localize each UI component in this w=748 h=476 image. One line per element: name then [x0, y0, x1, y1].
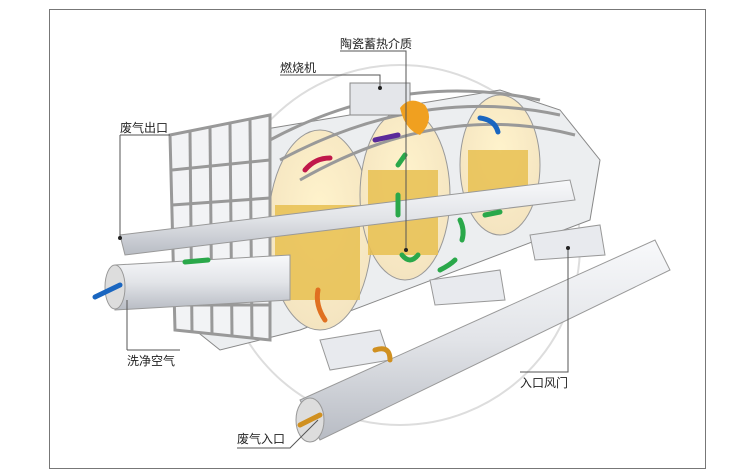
diagram-frame	[49, 9, 706, 469]
flow-arrow-icon	[457, 217, 466, 243]
label-inlet-damper: 入口风门	[520, 376, 569, 390]
flame	[400, 100, 429, 135]
flow-arrow-icon	[302, 155, 333, 173]
flow-arrow-icon	[372, 346, 393, 363]
label-burner: 燃烧机	[280, 61, 317, 75]
flow-arrow-icon	[399, 252, 421, 263]
flow-arrow-icon	[395, 152, 408, 168]
flow-arrow-icon	[372, 132, 401, 143]
flow-arrow-icon	[314, 287, 328, 323]
flow-arrow-icon	[182, 257, 211, 265]
dampers	[319, 224, 606, 371]
label-clean-air: 洗净空气	[127, 354, 176, 368]
clean-air-pipe	[114, 254, 291, 311]
exhaust-arrow-icon	[92, 282, 123, 300]
outlet-pipe	[119, 179, 576, 256]
flow-arrow-icon	[437, 257, 458, 273]
flow-arrow-icon	[482, 209, 503, 218]
label-ceramic-media: 陶瓷蓄热介质	[340, 37, 413, 51]
flow-arrow-icon	[477, 115, 501, 135]
leader-lines	[119, 50, 569, 449]
label-exhaust-inlet: 废气入口	[237, 432, 286, 446]
label-exhaust-outlet: 废气出口	[120, 121, 169, 135]
inlet-arrow-icon	[297, 412, 323, 428]
